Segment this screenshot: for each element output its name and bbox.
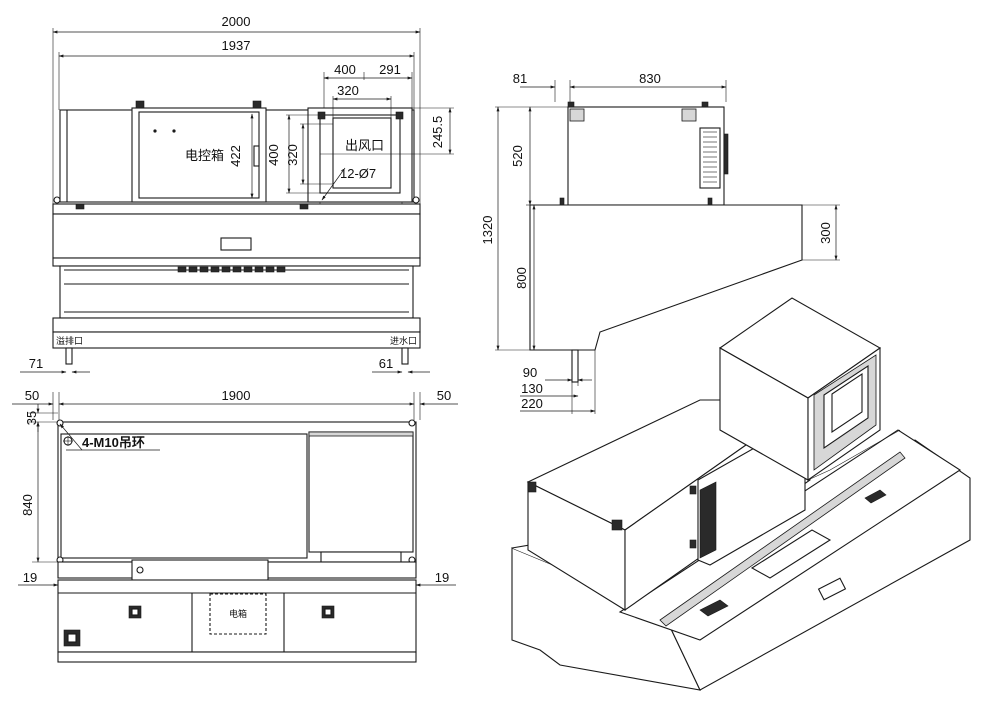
dim-outlet-width: 400: [334, 62, 356, 77]
dim-left-bottom: 19: [23, 570, 37, 585]
dim-right-bottom: 19: [435, 570, 449, 585]
dim-total-width: 2000: [222, 14, 251, 29]
dim-depth: 830: [639, 71, 661, 86]
hood-front-panel: [52, 213, 421, 259]
dim-foot-220: 220: [521, 396, 543, 411]
display-panel: [220, 237, 252, 251]
hood-bottom-rail: [52, 331, 421, 349]
top-view: 50 1900 50 4-M10吊环 35 840: [12, 388, 458, 663]
bottom-connector: [131, 559, 269, 583]
iso-handle: [817, 577, 847, 601]
label-holes: 12-Ø7: [340, 166, 376, 181]
side-view: 81 830: [480, 71, 840, 414]
side-foot: [571, 349, 579, 383]
dim-box-height: 422: [228, 145, 243, 167]
isometric-view: [511, 297, 971, 691]
dim-left-margin: 50: [25, 388, 39, 403]
iso-electric-box: [750, 529, 832, 579]
hood-top-rail: [52, 203, 421, 215]
label-control-box: 电控箱: [185, 148, 224, 163]
dim-front-height: 300: [818, 222, 833, 244]
dim-right-foot: 61: [379, 356, 393, 371]
dim-width: 1900: [222, 388, 251, 403]
label-outlet: 出风口: [345, 138, 384, 153]
label-electric-box: 电箱: [229, 608, 247, 619]
dim-offset: 81: [513, 71, 527, 86]
right-foot: [401, 347, 409, 365]
dim-left-foot: 71: [29, 356, 43, 371]
dim-depth: 840: [20, 494, 35, 516]
top-fan-unit: [308, 431, 414, 553]
dim-edge: 35: [24, 411, 39, 425]
dim-total-height: 1320: [480, 216, 495, 245]
front-view: 2000 1937 电控箱 422 出风口 12-Ø7: [20, 14, 454, 374]
dim-foot-90: 90: [523, 365, 537, 380]
left-foot: [65, 347, 73, 365]
label-hooks: 4-M10吊环: [82, 435, 145, 450]
side-upper-box: [567, 106, 725, 206]
dim-outlet-offset: 291: [379, 62, 401, 77]
dim-outlet-inner: 320: [337, 83, 359, 98]
dim-foot-130: 130: [521, 381, 543, 396]
hood-filter-area: [59, 265, 414, 319]
top-plate: [60, 433, 308, 559]
dim-inner-width: 1937: [222, 38, 251, 53]
handle-icon: [253, 145, 260, 167]
dim-outlet-inner-height: 320: [285, 144, 300, 166]
vent-slots: [177, 266, 286, 273]
dim-upper-height: 520: [510, 145, 525, 167]
dim-outlet-height: 400: [266, 144, 281, 166]
electric-box: [209, 593, 267, 635]
dim-lower-height: 800: [514, 267, 529, 289]
vent-grille: [699, 127, 721, 189]
dim-outlet-top: 245.5: [430, 116, 445, 149]
label-water-inlet: 进水口: [390, 335, 417, 346]
label-overflow: 溢排口: [56, 335, 83, 346]
dim-right-margin: 50: [437, 388, 451, 403]
